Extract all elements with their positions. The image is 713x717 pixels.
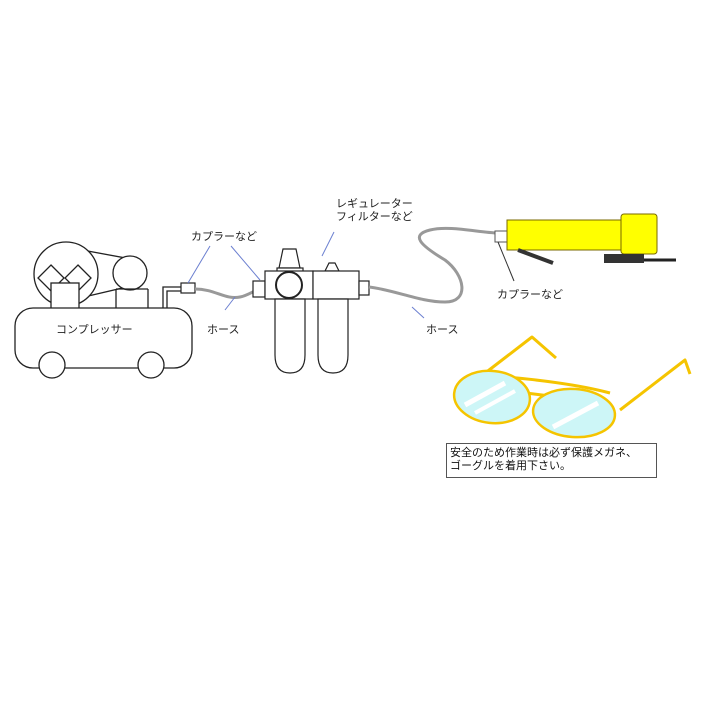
leader-line-coupler-2 [497,241,515,282]
hose-1-shape [194,287,263,300]
label-hose-1: ホース [207,323,240,336]
safety-note-line-1: 安全のため作業時は必ず保護メガネ、 [450,446,637,459]
air-tool-illustration [494,213,676,265]
label-coupler-2: カプラーなど [497,288,563,301]
label-hose-2: ホース [426,323,459,336]
safety-glasses-illustration [452,335,692,439]
safety-note-box: 安全のため作業時は必ず保護メガネ、 ゴーグルを着用下さい。 [446,443,657,478]
coupler-1-shape [180,282,196,294]
compressor-illustration [14,241,193,379]
label-compressor: コンプレッサー [56,323,133,336]
label-coupler-1: カプラーなど [191,230,257,243]
leader-lines [187,231,425,319]
regulator-filter-illustration [252,248,370,374]
label-regulator-2: フィルターなど [336,210,413,223]
safety-note-line-2: ゴーグルを着用下さい。 [450,459,571,472]
label-regulator-1: レギュレーター [336,197,413,210]
hose-2-shape [368,226,499,304]
